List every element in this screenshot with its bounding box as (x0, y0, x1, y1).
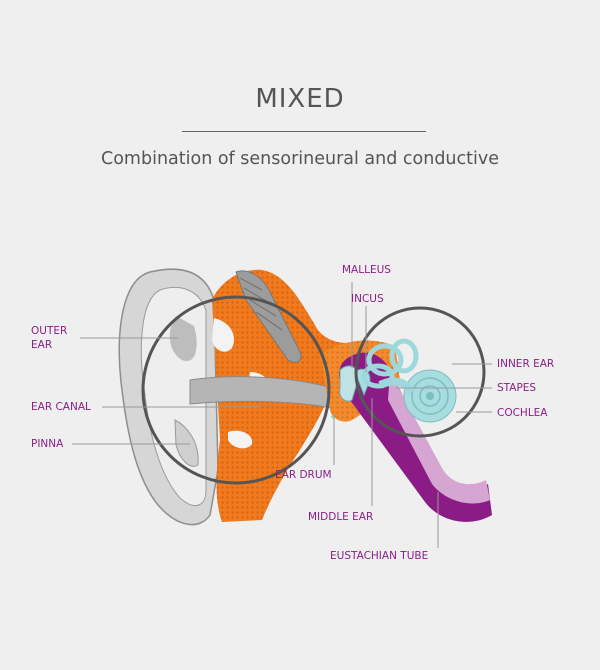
label-middle-ear: MIDDLE EAR (308, 511, 374, 523)
label-eustachian-tube: EUSTACHIAN TUBE (330, 550, 429, 562)
inner-ear-focus-circle (354, 306, 486, 438)
label-stapes: STAPES (497, 382, 537, 394)
label-ear-drum: EAR DRUM (275, 469, 332, 481)
page-title: MIXED (255, 84, 345, 114)
inner-ear-shape (361, 338, 457, 423)
label-ear-canal: EAR CANAL (31, 401, 91, 413)
outer-ear-focus-circle (141, 295, 331, 485)
label-malleus: MALLEUS (342, 264, 391, 276)
label-incus: INCUS (351, 293, 384, 305)
leader-lines (72, 282, 492, 548)
label-inner-ear: INNER EAR (497, 358, 555, 370)
title-divider (182, 131, 426, 132)
label-cochlea: COCHLEA (497, 407, 548, 419)
page-subtitle: Combination of sensorineural and conduct… (101, 149, 499, 169)
label-pinna: PINNA (31, 438, 64, 450)
pinna-shape (118, 268, 219, 526)
label-outer-ear: OUTER EAR (31, 325, 68, 351)
